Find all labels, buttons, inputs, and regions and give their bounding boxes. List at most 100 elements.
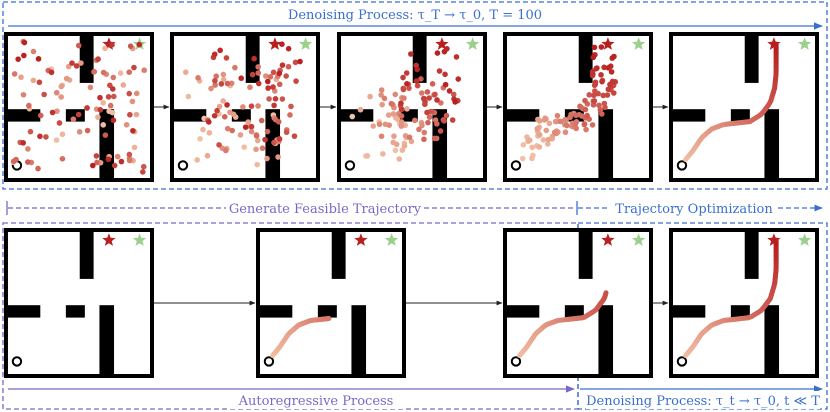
trajectory-point — [264, 78, 271, 85]
trajectory-point — [388, 100, 395, 107]
trajectory-point — [139, 169, 146, 175]
trajectory-point — [400, 86, 407, 93]
top-maze-panel — [337, 32, 487, 182]
trajectory-point — [276, 70, 283, 77]
trajectory-point — [370, 123, 376, 129]
trajectory-point — [426, 114, 433, 120]
trajectory-point — [604, 92, 611, 98]
trajectory-point — [611, 53, 617, 60]
goal-star-icon — [268, 37, 282, 50]
trajectory-point — [102, 45, 108, 52]
trajectory-point — [597, 107, 604, 113]
trajectory-point — [255, 80, 262, 87]
trajectory-point — [102, 132, 109, 138]
trajectory-point — [24, 159, 31, 165]
trajectory-point — [95, 56, 101, 62]
trajectory-point — [20, 140, 26, 146]
trajectory-point — [437, 128, 444, 134]
trajectory-point — [100, 122, 107, 128]
trajectory-point — [271, 102, 277, 109]
trajectory-point — [54, 108, 60, 114]
trajectory-point — [573, 112, 579, 119]
trajectory-point — [36, 79, 43, 86]
maze-border — [669, 228, 819, 378]
trajectory-point — [70, 116, 77, 123]
trajectory-point — [446, 88, 453, 94]
trajectory-point — [564, 122, 570, 129]
trajectory-point — [25, 146, 31, 152]
trajectory-point — [393, 141, 400, 148]
trajectory-point — [206, 129, 213, 136]
trajectory-point — [109, 41, 115, 48]
trajectory-point — [441, 48, 448, 55]
bottom-maze-panel — [669, 228, 819, 378]
trajectory-point — [414, 66, 420, 73]
trajectory-point — [270, 84, 276, 90]
trajectory-point — [401, 95, 407, 101]
trajectory-point — [240, 104, 246, 110]
trajectory-point — [380, 151, 386, 157]
trajectory-point — [421, 129, 428, 136]
trajectory-point — [582, 97, 588, 104]
trajectory-point — [406, 85, 412, 91]
trajectory-point — [107, 102, 114, 109]
trajectory-point — [381, 95, 388, 102]
autoregressive-label-bg — [228, 391, 404, 409]
trajectory-point — [367, 93, 373, 100]
trajectory-point — [263, 73, 269, 79]
trajectory-point — [126, 157, 133, 164]
trajectory-point — [601, 64, 607, 71]
maze-wall — [258, 305, 293, 318]
top-maze-panel — [503, 32, 653, 182]
trajectory-point — [182, 69, 189, 75]
trajectory-point — [78, 60, 84, 66]
trajectory-point — [208, 85, 214, 92]
trajectory-point — [248, 123, 255, 130]
trajectory-point — [111, 162, 118, 169]
trajectory-point — [414, 82, 421, 89]
goal-star-icon — [102, 233, 116, 246]
trajectory-point — [105, 94, 112, 100]
trajectory-point — [270, 69, 277, 76]
trajectory-point — [224, 125, 231, 132]
trajectory-segment — [534, 327, 543, 335]
trajectory-point — [216, 103, 223, 110]
trajectory-point — [279, 96, 286, 102]
trajectory-point — [386, 122, 393, 128]
trajectory-point — [450, 91, 457, 98]
trajectory-point — [109, 109, 116, 116]
trajectory-point — [63, 75, 70, 82]
trajectory-segment — [602, 290, 609, 298]
trajectory-segment — [700, 327, 709, 335]
maze-wall — [79, 230, 94, 279]
trajectory-point — [424, 89, 431, 95]
trajectory-point — [224, 80, 231, 87]
trajectory-point — [264, 128, 271, 135]
trajectory-point — [595, 90, 601, 97]
trajectory-point — [204, 152, 211, 159]
trajectory-point — [426, 95, 433, 101]
trajectory-point — [424, 109, 430, 116]
start-circle-icon — [344, 160, 356, 171]
trajectory-point — [126, 90, 133, 97]
trajectory-point — [131, 144, 138, 151]
start-circle-icon — [263, 356, 275, 367]
optimize-label: Trajectory Optimization — [615, 202, 773, 217]
trajectory-point — [212, 77, 218, 84]
trajectory-point — [529, 155, 535, 162]
trajectory-segment — [287, 327, 296, 335]
trajectory-point — [220, 98, 226, 104]
trajectory-point — [392, 91, 399, 98]
trajectory-point — [607, 81, 613, 88]
trajectory-point — [255, 64, 261, 70]
maze-wall — [412, 34, 427, 83]
trajectory-point — [75, 42, 82, 49]
trajectory-point — [97, 94, 103, 101]
trajectory-point — [249, 71, 256, 78]
trajectory-point — [403, 70, 410, 76]
maze-wall — [730, 109, 750, 122]
trajectory-point — [43, 134, 49, 140]
trajectory-point — [117, 70, 124, 76]
top-denoise-label: Denoising Process: τ_T → τ_0, T = 100 — [288, 8, 542, 23]
